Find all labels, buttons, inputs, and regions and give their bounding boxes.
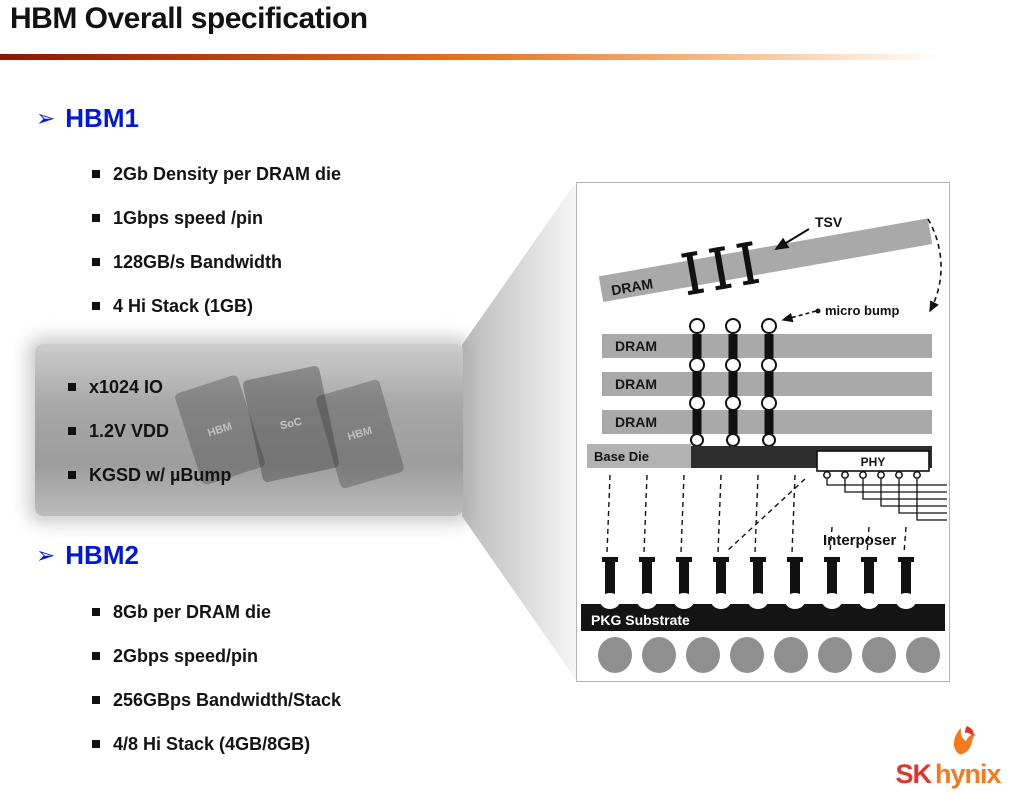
square-bullet-icon	[92, 258, 100, 266]
micro-bump-arrow	[781, 310, 817, 323]
list-item: 128GB/s Bandwidth	[92, 250, 341, 274]
list-item: 2Gbps speed/pin	[92, 644, 341, 668]
square-bullet-icon	[68, 383, 76, 391]
list-item-label: 2Gb Density per DRAM die	[113, 163, 342, 184]
logo-flame-icon	[953, 726, 976, 755]
list-item: 4 Hi Stack (1GB)	[92, 294, 341, 318]
dram-bar-label: DRAM	[615, 338, 657, 354]
phy-routing	[823, 471, 947, 521]
list-item-label: 128GB/s Bandwidth	[113, 251, 283, 272]
drop-dashed-arrow	[927, 218, 942, 313]
dram-bar-label: DRAM	[615, 414, 657, 430]
zoom-fan	[462, 182, 576, 680]
hbm-stack-diagram: DRAM TSV micro bump DRAM DRAM DRAM	[576, 182, 950, 682]
hbm2-list: 8Gb per DRAM die 2Gbps speed/pin 256GBps…	[92, 600, 341, 776]
arrow-bullet-icon: ➢	[36, 542, 56, 568]
callout-dot	[815, 308, 821, 314]
tsv-column	[689, 318, 705, 447]
list-item: KGSD w/ µBump	[68, 463, 231, 487]
list-item: x1024 IO	[68, 375, 231, 399]
interposer-vias	[606, 474, 907, 554]
hbm-stack-diagram-svg: DRAM TSV micro bump DRAM DRAM DRAM	[581, 214, 947, 673]
logo-hynix-text: hynix	[934, 759, 1002, 789]
base-die-label: Base Die	[594, 449, 649, 464]
chip-label: SoC	[278, 415, 304, 433]
list-item: 256GBps Bandwidth/Stack	[92, 688, 341, 712]
phy-label: PHY	[861, 455, 886, 469]
list-item-label: 256GBps Bandwidth/Stack	[113, 689, 342, 710]
c4-bumps	[600, 593, 916, 609]
list-item-label: KGSD w/ µBump	[89, 464, 232, 485]
list-item-label: 1Gbps speed /pin	[113, 207, 264, 228]
tilted-dram-label: DRAM	[610, 275, 654, 298]
pkg-substrate-bar	[581, 604, 945, 631]
hbm1-title: HBM1	[65, 103, 139, 133]
square-bullet-icon	[92, 608, 100, 616]
page-title: HBM Overall specification	[10, 2, 368, 35]
tsv-column	[761, 318, 777, 447]
square-bullet-icon	[92, 302, 100, 310]
list-item: 1.2V VDD	[68, 419, 231, 443]
list-item: 4/8 Hi Stack (4GB/8GB)	[92, 732, 341, 756]
tsv-arrow	[774, 228, 810, 251]
hbm-chip-image: HBM	[315, 378, 405, 490]
square-bullet-icon	[92, 170, 100, 178]
square-bullet-icon	[92, 214, 100, 222]
list-item-label: 2Gbps speed/pin	[113, 645, 259, 666]
interposer-label: Interposer	[823, 532, 897, 549]
list-item-label: 8Gb per DRAM die	[113, 601, 272, 622]
tsv-columns	[689, 318, 777, 447]
square-bullet-icon	[92, 696, 100, 704]
pkg-substrate-label: PKG Substrate	[591, 612, 690, 628]
list-item: 2Gb Density per DRAM die	[92, 162, 341, 186]
common-spec-box: HBM SoC HBM x1024 IO 1.2V VDD KGSD w/ µB…	[35, 344, 463, 516]
logo-sk-text: SK	[895, 759, 932, 789]
hbm1-list: 2Gb Density per DRAM die 1Gbps speed /pi…	[92, 162, 341, 338]
list-item-label: x1024 IO	[89, 376, 164, 397]
list-item: 8Gb per DRAM die	[92, 600, 341, 624]
hbm2-title: HBM2	[65, 540, 139, 570]
common-spec-list: x1024 IO 1.2V VDD KGSD w/ µBump	[68, 375, 231, 507]
tsv-label: TSV	[815, 214, 843, 230]
solder-balls	[598, 637, 940, 673]
tilted-dram-die: DRAM	[598, 218, 933, 303]
micro-bump-label: micro bump	[825, 303, 899, 318]
square-bullet-icon	[68, 427, 76, 435]
dram-bar-label: DRAM	[615, 376, 657, 392]
square-bullet-icon	[92, 740, 100, 748]
list-item-label: 4 Hi Stack (1GB)	[113, 295, 254, 316]
hbm1-heading: ➢ HBM1	[36, 103, 139, 134]
list-item-label: 4/8 Hi Stack (4GB/8GB)	[113, 733, 311, 754]
chip-label: HBM	[346, 424, 374, 444]
title-underline	[0, 54, 1022, 60]
list-item: 1Gbps speed /pin	[92, 206, 341, 230]
phy-box	[816, 450, 930, 472]
square-bullet-icon	[92, 652, 100, 660]
hbm2-heading: ➢ HBM2	[36, 540, 139, 571]
tsv-column	[725, 318, 741, 447]
arrow-bullet-icon: ➢	[36, 105, 56, 131]
square-bullet-icon	[68, 471, 76, 479]
pillar-bumps	[602, 557, 914, 601]
list-item-label: 1.2V VDD	[89, 420, 170, 441]
base-die-label-patch	[587, 444, 691, 468]
